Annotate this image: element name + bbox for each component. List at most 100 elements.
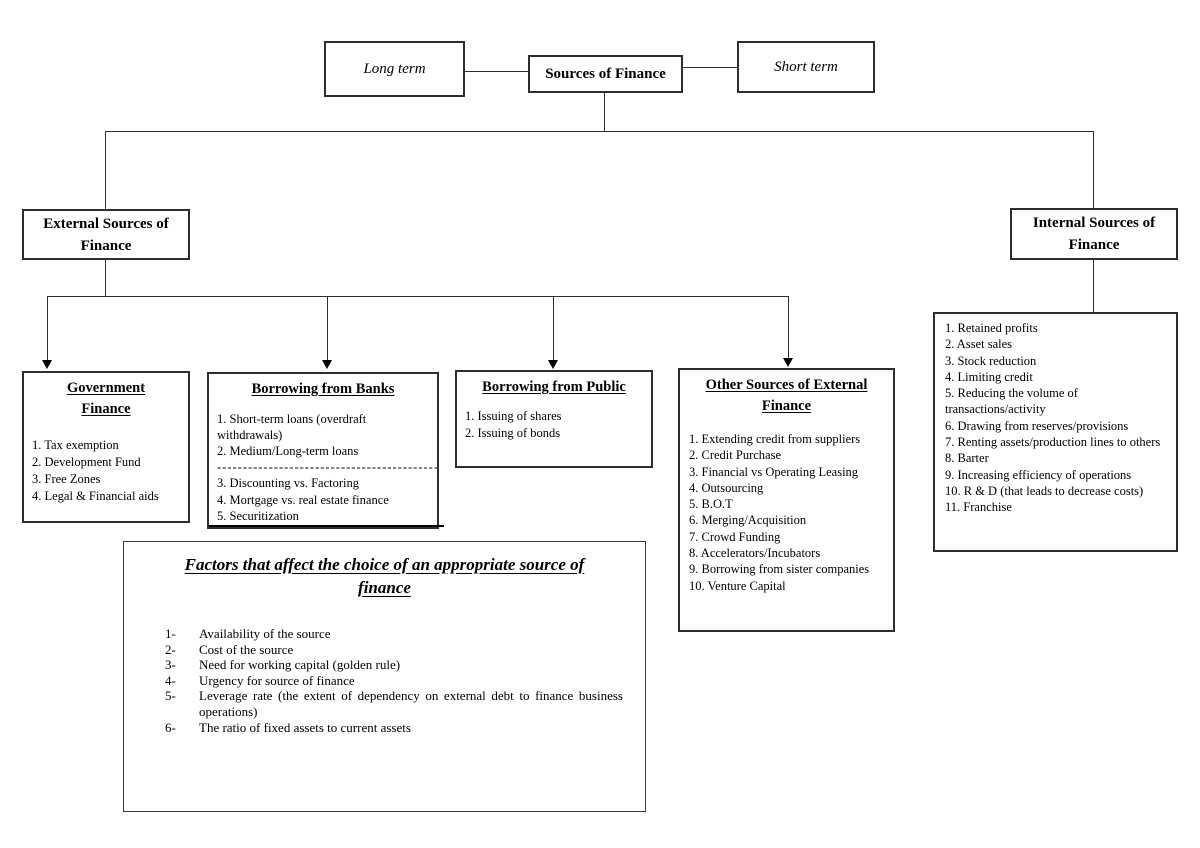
list-item: 1. Issuing of shares [465,409,562,423]
arrow-down-public-icon [548,360,558,369]
connector-drop-other [788,296,789,358]
list-item: 3. Discounting vs. Factoring [217,476,360,490]
long-term-box: Long term [324,41,465,97]
connector-root-down [604,93,605,132]
arrow-down-other-icon [783,358,793,367]
factors-item: 4- Urgency for source of finance [124,673,645,689]
factors-title-line2: finance [358,578,411,597]
connector-to-internal [1093,131,1094,208]
factors-item: 2- Cost of the source [124,642,645,658]
connector-external-down [105,260,106,296]
sources-of-finance-box: Sources of Finance [528,55,683,93]
government-finance-box: Government Finance 1. Tax exemption 2. De… [22,371,190,523]
list-item: 4. Mortgage vs. real estate finance [217,492,389,507]
list-item: 4. Outsourcing [689,480,764,495]
external-sources-title-line1: External Sources of [43,215,169,232]
borrowing-public-list: 1. Issuing of shares 2. Issuing of bonds [457,408,651,442]
connector-internal-down [1093,260,1094,312]
connector-drop-banks [327,296,328,360]
borrowing-banks-divider: ----------------------------------------… [217,460,437,474]
list-item: 1. Extending credit from suppliers [689,432,861,446]
list-item: 2. Medium/Long-term loans [217,444,359,458]
sources-of-finance-label: Sources of Finance [545,65,666,82]
factor-number: 5- [165,688,176,704]
factors-item: 5- Leverage rate (the extent of dependen… [124,688,645,719]
list-item: 8. Accelerators/Incubators [689,546,821,561]
connector-drop-public [553,296,554,360]
internal-sources-title-line2: Finance [1068,237,1120,253]
internal-sources-box: Internal Sources of Finance [1010,208,1178,260]
government-finance-list: 1. Tax exemption 2. Development Fund 3. Fr… [24,437,188,505]
list-item: 11. Franchise [945,500,1012,515]
other-external-title-line1: Other Sources of External [705,377,868,393]
factor-number: 2- [165,641,176,657]
list-item: 6. Drawing from reserves/provisions [945,418,1129,433]
list-item: 1. Retained profits [945,321,1038,335]
list-item: 3. Financial vs Operating Leasing [689,464,859,479]
list-item: 2. Development Fund [32,455,141,469]
list-item: 5. B.O.T [689,497,733,512]
list-item: 10. R & D (that leads to decrease costs) [945,483,1144,498]
other-external-title-line2: Finance [761,398,812,414]
government-finance-title-line1: Government [66,380,146,396]
long-term-label: Long term [363,60,426,77]
factor-number: 4- [165,672,176,688]
list-item: 4. Legal & Financial aids [32,489,159,503]
factor-text: Need for working capital (golden rule) [199,657,401,673]
external-sources-box: External Sources of Finance [22,209,190,260]
list-item: 2. Credit Purchase [689,448,781,463]
factors-list: 1- Availability of the source 2- Cost of… [124,626,645,735]
connector-external-split [47,296,789,297]
list-item: 4. Limiting credit [945,369,1033,384]
list-item: 10. Venture Capital [689,578,786,593]
factors-item: 6- The ratio of fixed assets to current … [124,720,645,736]
internal-sources-title-line1: Internal Sources of [1032,215,1156,231]
factors-title-line1: Factors that affect the choice of an app… [184,555,585,574]
factor-text: Leverage rate (the extent of dependency … [199,688,623,719]
short-term-box: Short term [737,41,875,93]
list-item: 7. Crowd Funding [689,529,781,544]
short-term-label: Short term [774,58,838,75]
connector-drop-government [47,296,48,360]
other-external-list: 1. Extending credit from suppliers 2. Cre… [680,431,893,594]
factor-number: 3- [165,657,176,673]
other-external-sources-box: Other Sources of External Finance 1. Ext… [678,368,895,632]
connector-longterm-root [465,71,528,72]
factor-number: 1- [165,626,176,641]
factor-text: Cost of the source [199,641,294,657]
factors-item: 3- Need for working capital (golden rule… [124,657,645,673]
list-item: 8. Barter [945,451,989,466]
borrowing-banks-box: Borrowing from Banks 1. Short-term loans… [207,372,444,529]
list-item: 3. Free Zones [32,472,101,486]
external-sources-title-line2: Finance [80,237,132,254]
borrowing-public-box: Borrowing from Public 1. Issuing of shar… [455,370,653,468]
government-finance-title-line2: Finance [81,401,131,417]
arrow-down-government-icon [42,360,52,369]
connector-root-shortterm [683,67,737,68]
list-item: 9. Borrowing from sister companies [689,562,870,577]
factor-number: 6- [165,719,176,735]
list-item: 5. Reducing the volume of transactions/a… [945,386,1078,417]
borrowing-banks-title: Borrowing from Banks [251,381,395,397]
list-item: 9. Increasing efficiency of operations [945,467,1132,482]
connector-main-split [105,131,1094,132]
borrowing-public-title: Borrowing from Public [482,379,626,395]
list-item: 2. Issuing of bonds [465,426,561,440]
borrowing-banks-list-top: 1. Short-term loans (overdraft withdrawa… [209,411,437,459]
list-item: 3. Stock reduction [945,353,1037,368]
list-item: 2. Asset sales [945,337,1013,352]
list-item: 6. Merging/Acquisition [689,513,807,528]
factor-text: The ratio of fixed assets to current ass… [199,719,411,735]
factors-box: Factors that affect the choice of an app… [123,541,646,812]
connector-to-external [105,131,106,210]
list-item: 7. Renting assets/production lines to ot… [945,435,1161,450]
factor-text: Urgency for source of finance [199,672,355,688]
factor-text: Availability of the source [199,626,331,641]
borrowing-banks-last-item: 5. Securitization [209,508,444,527]
borrowing-banks-list-mid: 3. Discounting vs. Factoring 4. Mortgage … [209,475,437,508]
list-item: 1. Short-term loans (overdraft withdrawa… [217,412,367,442]
list-item: 1. Tax exemption [32,438,119,452]
